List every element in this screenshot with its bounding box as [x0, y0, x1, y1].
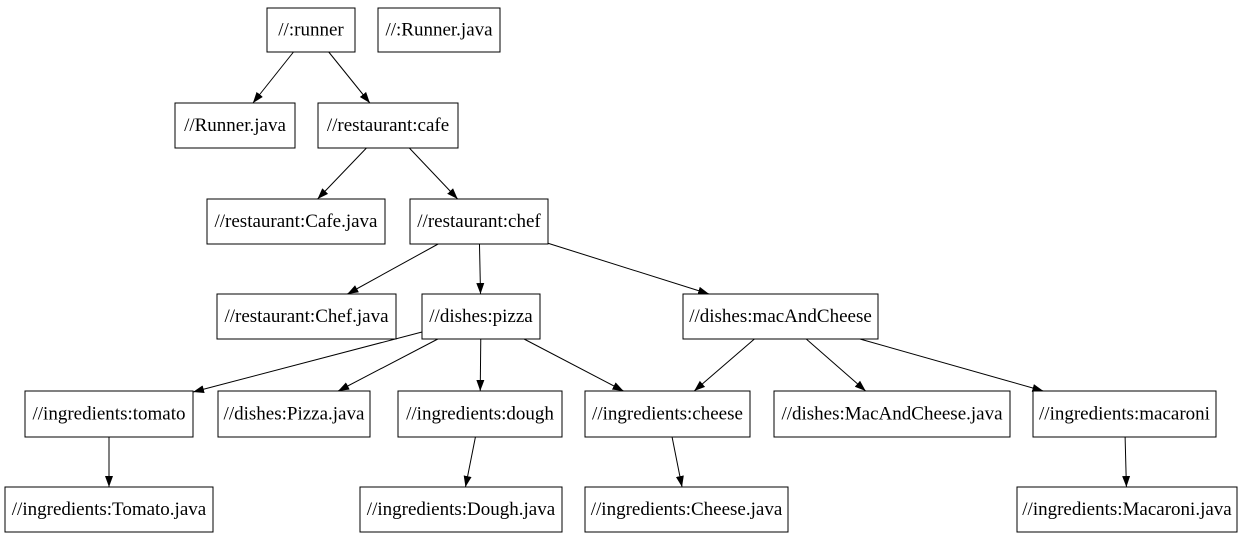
graph-edge-mac-and-cheese-to-cheese — [693, 338, 755, 392]
graph-node-macaroni: //ingredients:macaroni — [1032, 390, 1217, 438]
graph-node-label: //dishes:MacAndCheese.java — [781, 404, 1003, 425]
graph-node-box — [266, 7, 356, 53]
graph-node-chef-java: //restaurant:Chef.java — [216, 293, 397, 340]
graph-node-box — [174, 102, 296, 149]
graph-node-cafe-java: //restaurant:Cafe.java — [206, 198, 386, 245]
graph-node-dough-java: //ingredients:Dough.java — [359, 486, 563, 533]
graph-node-cheese-java: //ingredients:Cheese.java — [584, 486, 789, 533]
graph-node-box — [409, 198, 549, 245]
graph-edge-dough-to-dough-java — [463, 436, 476, 488]
graph-node-runner-java-colon: //:Runner.java — [377, 7, 501, 53]
graph-edge-runner-to-runner-java — [252, 51, 294, 104]
graph-edge-chef-to-pizza — [476, 243, 485, 295]
nodes-layer: //:runner //:Runner.java //Runner.java //re… — [4, 7, 1238, 533]
graph-node-box — [4, 486, 214, 533]
graph-edge-mac-and-cheese-to-mac-and-cheese-java — [805, 338, 867, 392]
graph-node-label: //restaurant:cafe — [327, 115, 449, 136]
graph-node-box — [584, 390, 751, 438]
graph-node-pizza-java: //dishes:Pizza.java — [217, 390, 371, 438]
graph-edge-pizza-to-pizza-java — [337, 338, 439, 392]
edges-layer — [105, 51, 1131, 488]
graph-node-label: //dishes:Pizza.java — [224, 404, 365, 425]
graph-node-cheese: //ingredients:cheese — [584, 390, 751, 438]
graph-edge-cheese-to-cheese-java — [671, 436, 684, 488]
graph-node-runner: //:runner — [266, 7, 356, 53]
graph-node-label: //ingredients:Macaroni.java — [1022, 499, 1232, 520]
graph-node-label: //restaurant:Cafe.java — [214, 211, 378, 232]
graph-node-label: //dishes:pizza — [429, 306, 533, 327]
graph-edge-chef-to-chef-java — [347, 243, 439, 295]
graph-node-chef: //restaurant:chef — [409, 198, 549, 245]
graph-node-cafe: //restaurant:cafe — [317, 102, 459, 149]
graph-node-box — [1032, 390, 1217, 438]
graph-node-box — [24, 390, 194, 438]
graph-node-mac-and-cheese: //dishes:macAndCheese — [682, 293, 879, 340]
graph-node-box — [421, 293, 541, 340]
graph-node-label: //ingredients:Dough.java — [367, 499, 556, 520]
graph-edge-chef-to-mac-and-cheese — [547, 242, 710, 295]
graph-edge-macaroni-to-macaroni-java — [1122, 436, 1131, 488]
graph-node-label: //ingredients:cheese — [592, 404, 743, 425]
graph-edge-pizza-to-tomato — [192, 331, 423, 394]
graph-node-label: //:Runner.java — [385, 20, 493, 41]
graph-node-box — [1016, 486, 1238, 533]
graph-node-label: //ingredients:tomato — [32, 404, 185, 425]
graph-node-macaroni-java: //ingredients:Macaroni.java — [1016, 486, 1238, 533]
graph-node-box — [217, 390, 371, 438]
graph-node-box — [584, 486, 789, 533]
graph-node-label: //restaurant:Chef.java — [224, 306, 389, 327]
graph-edge-pizza-to-cheese — [523, 338, 624, 392]
graph-node-box — [773, 390, 1011, 438]
graph-node-box — [397, 390, 563, 438]
graph-node-pizza: //dishes:pizza — [421, 293, 541, 340]
graph-node-mac-and-cheese-java: //dishes:MacAndCheese.java — [773, 390, 1011, 438]
graph-node-box — [317, 102, 459, 149]
graph-node-box — [377, 7, 501, 53]
graph-node-runner-java: //Runner.java — [174, 102, 296, 149]
graph-node-box — [682, 293, 879, 340]
graph-node-label: //ingredients:macaroni — [1039, 404, 1210, 425]
graph-node-label: //dishes:macAndCheese — [689, 306, 872, 327]
graph-edge-cafe-to-chef — [408, 147, 459, 200]
graph-node-label: //ingredients:dough — [406, 404, 554, 425]
graph-edge-mac-and-cheese-to-macaroni — [859, 338, 1044, 392]
graph-node-box — [359, 486, 563, 533]
graph-node-box — [216, 293, 397, 340]
graph-edge-runner-to-cafe — [328, 51, 371, 104]
graph-node-box — [206, 198, 386, 245]
graph-node-label: //:runner — [278, 20, 344, 41]
graph-edge-pizza-to-dough — [476, 338, 485, 392]
graph-node-dough: //ingredients:dough — [397, 390, 563, 438]
graph-node-label: //restaurant:chef — [417, 211, 541, 232]
graph-node-tomato: //ingredients:tomato — [24, 390, 194, 438]
graph-node-label: //ingredients:Cheese.java — [591, 499, 783, 520]
graph-node-tomato-java: //ingredients:Tomato.java — [4, 486, 214, 533]
graph-node-label: //ingredients:Tomato.java — [12, 499, 207, 520]
graph-edge-cafe-to-cafe-java — [317, 147, 367, 200]
graph-node-label: //Runner.java — [184, 115, 286, 136]
